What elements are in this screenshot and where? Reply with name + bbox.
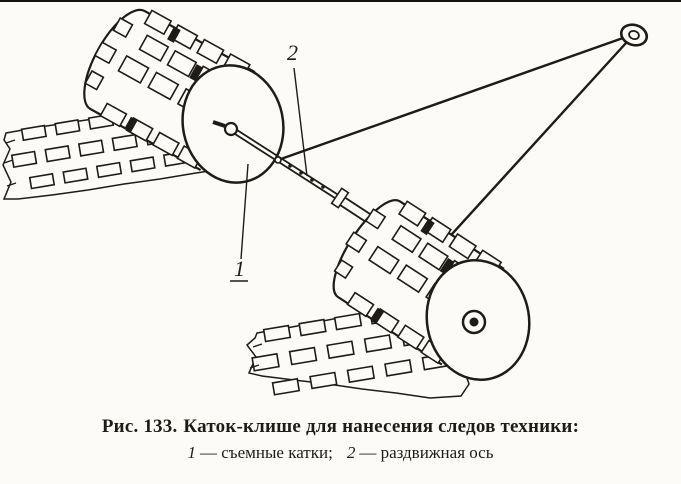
legend-item1-text: — съемные катки; bbox=[200, 443, 333, 462]
axle-adjust-holes bbox=[288, 164, 325, 189]
callout-rollers: 1 bbox=[230, 163, 249, 282]
legend-item2-number: 2 bbox=[346, 443, 356, 462]
callout-axle-leader bbox=[293, 67, 308, 177]
front-roller-axle-stub bbox=[212, 120, 226, 128]
yoke-arm-lower bbox=[431, 42, 627, 257]
axle-collar bbox=[330, 187, 350, 209]
callout-rollers-leader bbox=[240, 163, 249, 260]
axle-clamp bbox=[274, 156, 282, 164]
scan-edge-line bbox=[0, 0, 681, 2]
front-roller bbox=[83, 8, 285, 184]
caption-legend-line: 1— съемные катки; 2— раздвижная ось bbox=[0, 441, 681, 465]
figure-caption: Рис. 133.Каток-клише для нанесения следо… bbox=[0, 414, 681, 465]
callout-rollers-label: 1 bbox=[234, 256, 245, 281]
legend-item1-number: 1 bbox=[187, 443, 197, 462]
tow-ring-icon bbox=[619, 23, 649, 47]
figure-title: Каток-клише для нанесения следов техники… bbox=[183, 416, 580, 437]
figure-drawing: 2 1 bbox=[2, 8, 649, 399]
front-roller-hub bbox=[223, 121, 239, 137]
rear-roller-hub-hole bbox=[469, 317, 479, 327]
callout-axle-label: 2 bbox=[287, 40, 298, 65]
tow-yoke bbox=[277, 23, 649, 257]
rear-roller bbox=[332, 199, 531, 381]
caption-title-line: Рис. 133.Каток-клише для нанесения следо… bbox=[0, 414, 681, 440]
legend-item2-text: — раздвижная ось bbox=[359, 443, 494, 462]
yoke-arm-upper bbox=[277, 36, 624, 162]
figure-number: Рис. 133. bbox=[101, 416, 178, 437]
callout-axle: 2 bbox=[287, 40, 308, 177]
